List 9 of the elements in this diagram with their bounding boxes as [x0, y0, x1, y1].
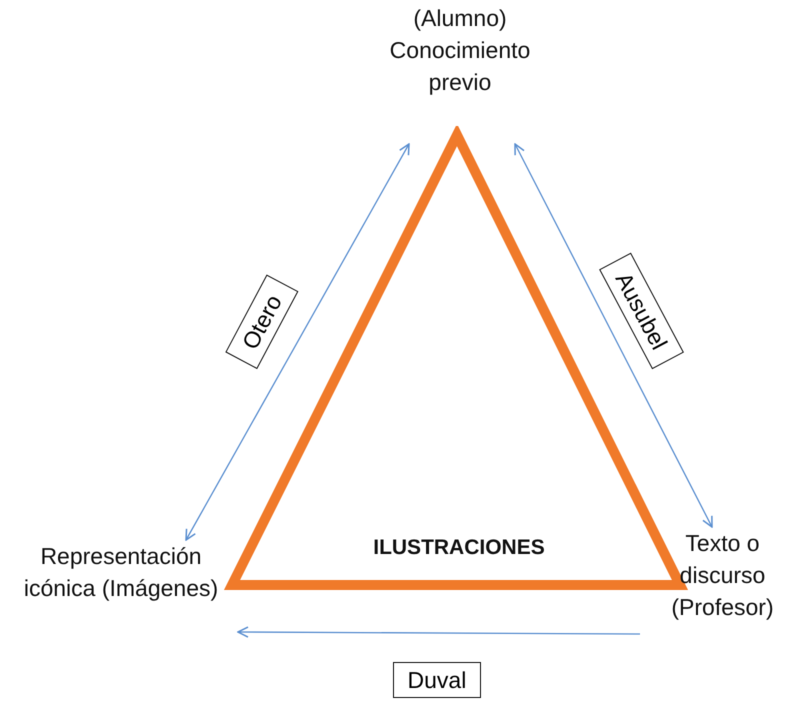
double-arrow [514, 143, 713, 528]
arrow [237, 626, 640, 638]
vertex-label: Texto o discurso (Profesor) [640, 527, 805, 699]
edge-label: Otero [225, 274, 298, 370]
vertex-label: Representación icónica (Imágenes) [4, 540, 238, 680]
triangle-title: ILUSTRACIONES [372, 536, 546, 560]
edge-label: Duval [392, 662, 482, 698]
double-arrow [185, 143, 410, 541]
vertex-label: (Alumno) Conocimiento previo [370, 2, 550, 144]
